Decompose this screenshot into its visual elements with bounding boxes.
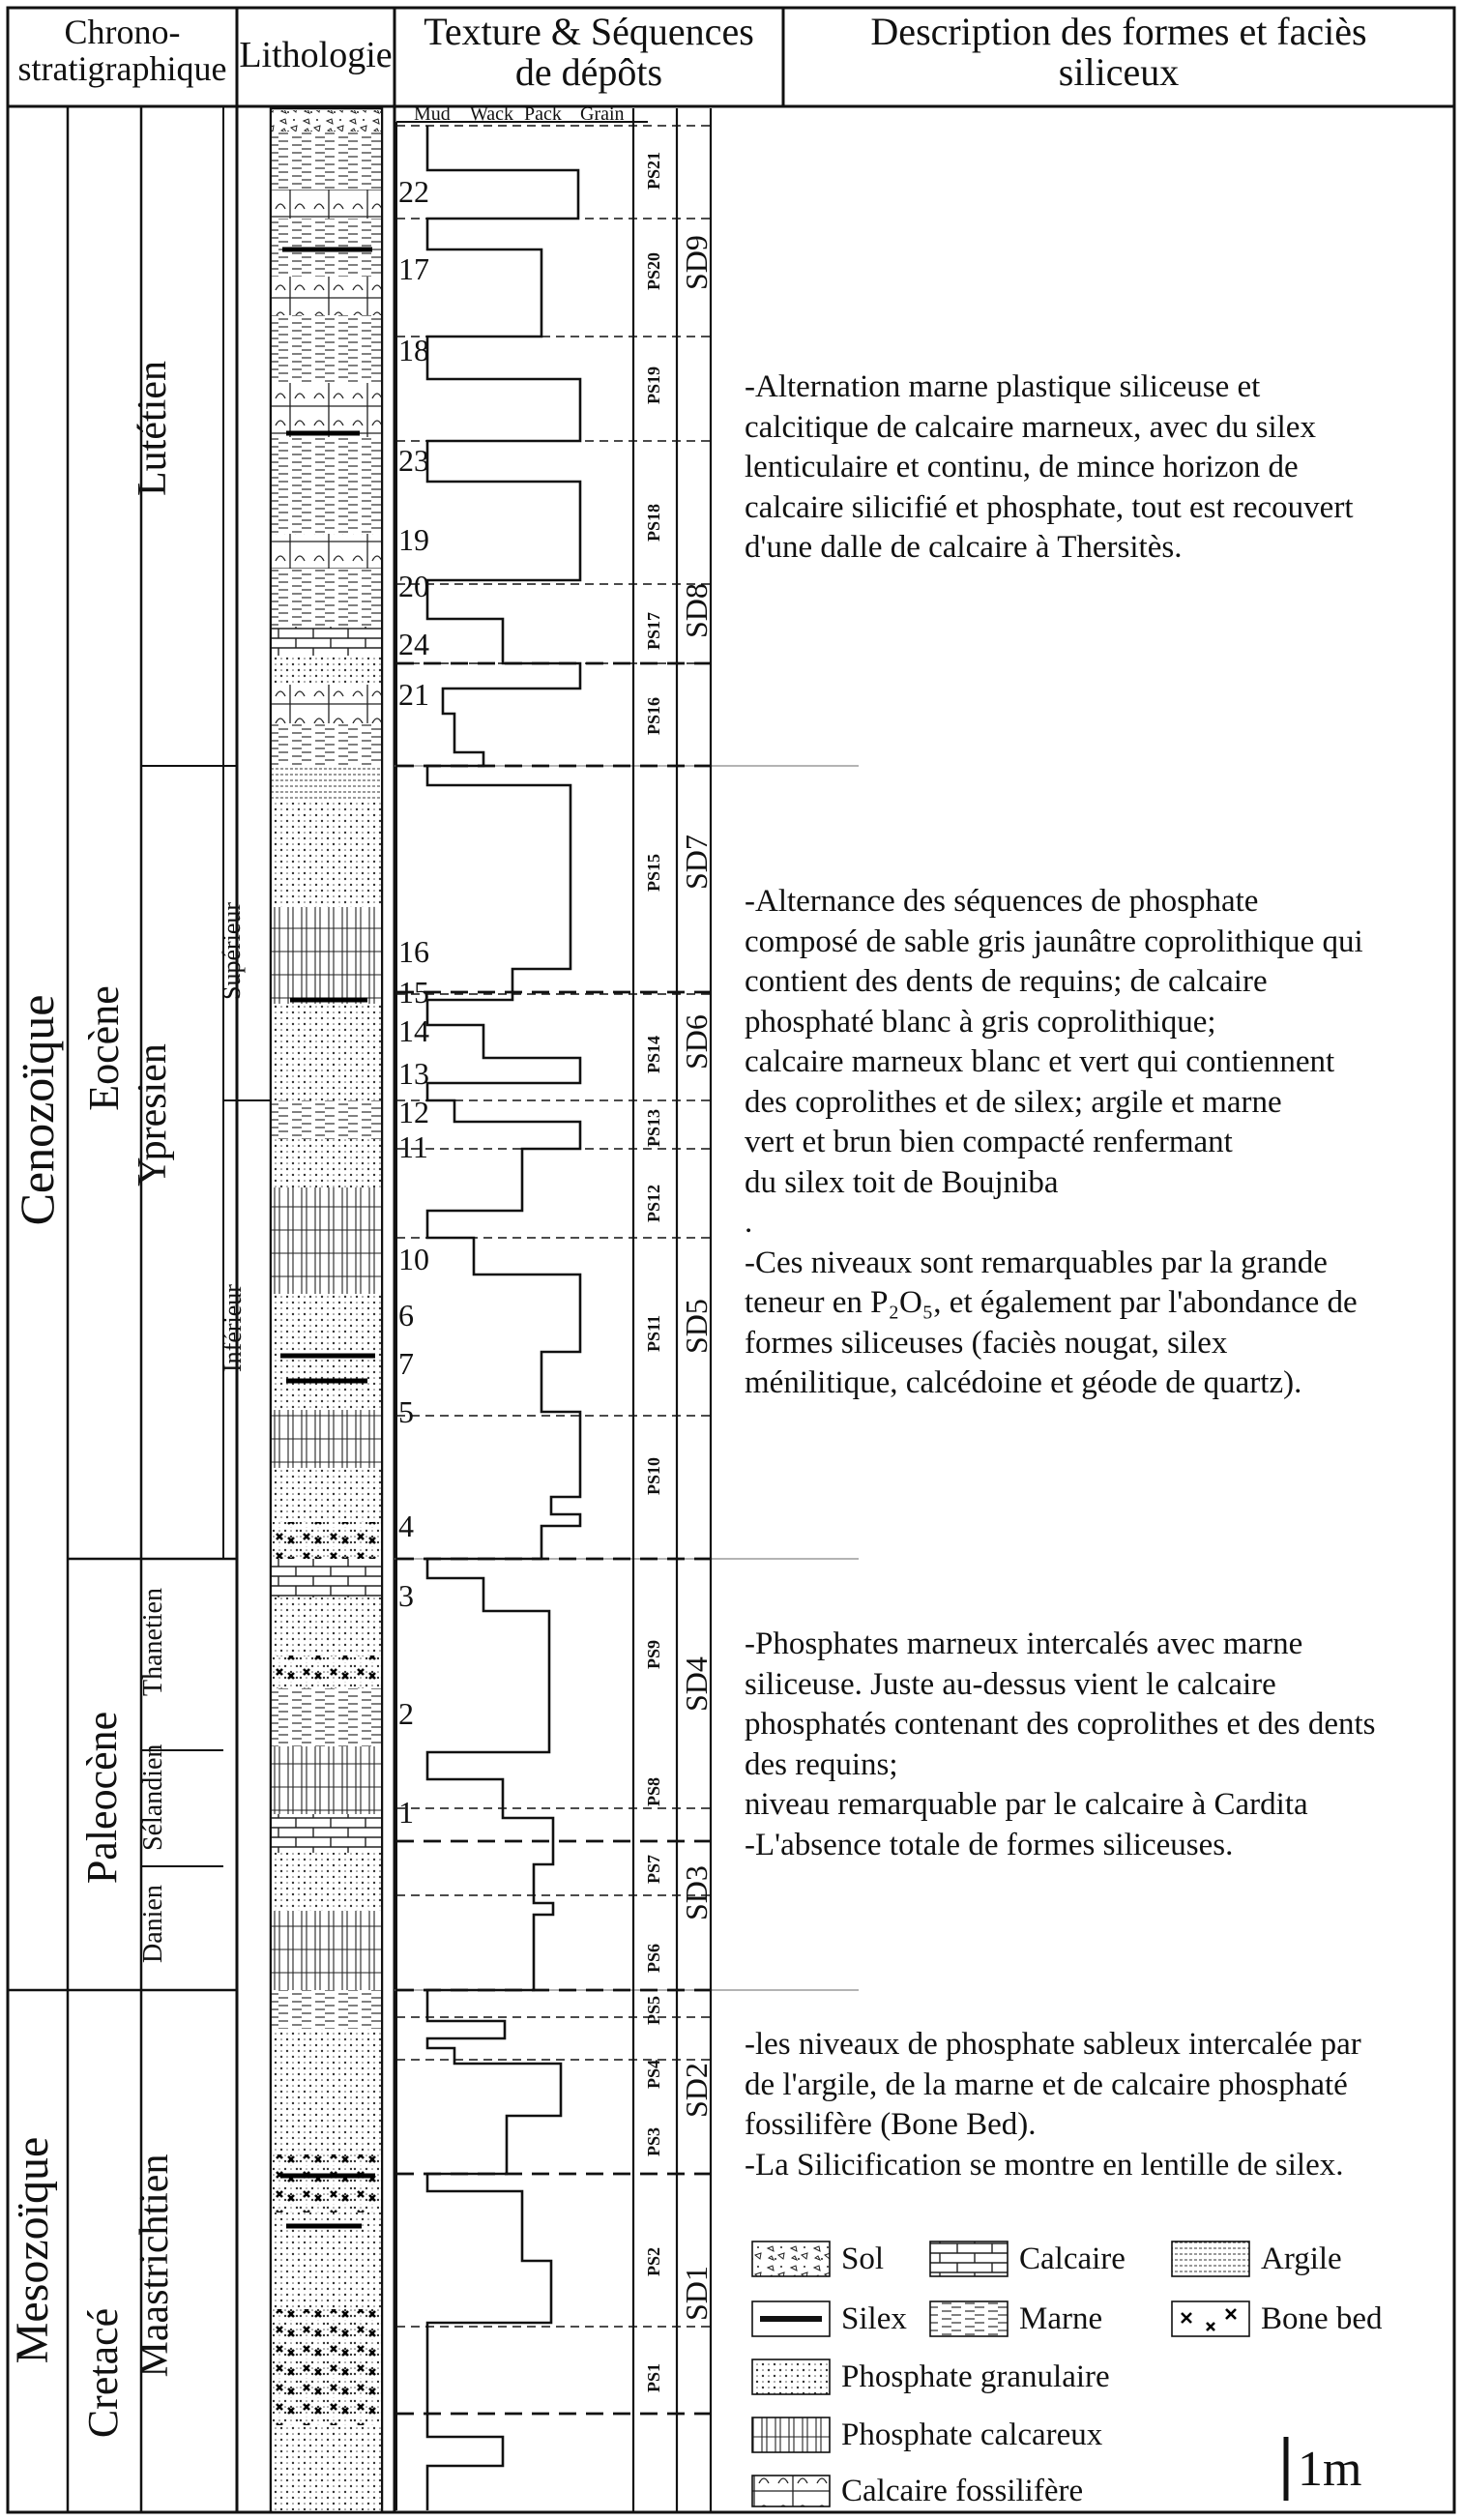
legend-label-marne: Marne (1019, 2301, 1103, 2336)
legend-label-calcaire-fossilifere: Calcaire fossilifère (841, 2474, 1084, 2508)
header-lithologie: Lithologie (239, 35, 393, 75)
parasequence-label: PS16 (644, 696, 663, 735)
parasequence-label: PS15 (644, 853, 663, 892)
bed-number: 7 (398, 1346, 414, 1381)
texture-scale-wack: Wack (470, 103, 514, 125)
texture-scale-mud: Mud (414, 103, 451, 125)
sequence-label: SD4 (679, 1656, 714, 1712)
description-maastrichtien: -les niveaux de phosphate sableux interc… (745, 2027, 1361, 2183)
legend-swatch-calcaire (929, 2241, 1009, 2277)
bed-number: 1 (398, 1795, 414, 1830)
bed-number: 12 (398, 1095, 429, 1129)
bed-number: 5 (398, 1394, 414, 1429)
parasequence-label: PS9 (644, 1639, 663, 1669)
texture-scale-pack: Pack (524, 103, 562, 125)
period-cretace: Cretacé (79, 2307, 127, 2439)
description-ypresien: -Alternance des séquences de phosphate c… (745, 884, 1363, 1400)
bed-number: 4 (398, 1509, 414, 1543)
bed-number: 11 (398, 1129, 428, 1164)
substage-superieur: Supérieur (218, 901, 246, 1000)
texture-curve (395, 108, 713, 2512)
bed-number: 15 (398, 975, 429, 1010)
bed-number: 20 (398, 569, 429, 603)
parasequence-label: PS6 (644, 1943, 663, 1973)
era-mesozoique: Mesozoïque (7, 2136, 58, 2364)
legend-label-silex: Silex (841, 2301, 907, 2336)
sequence-label: SD9 (679, 235, 714, 290)
legend-swatch-marne (929, 2300, 1009, 2337)
lithology-column (269, 106, 384, 2514)
description-paleocene: -Phosphates marneux intercalés avec marn… (745, 1626, 1376, 1862)
legend-swatch-calcaire-fossilifere (751, 2475, 831, 2507)
bed-number: 21 (398, 677, 429, 712)
parasequence-label: PS18 (644, 503, 663, 542)
bed-number: 14 (398, 1013, 429, 1048)
legend-swatch-phosphate-granulaire (751, 2359, 831, 2395)
legend-swatch-argile (1171, 2241, 1250, 2277)
legend-swatch-phosphate-calcareux (751, 2417, 831, 2453)
bed-number: 19 (398, 522, 429, 557)
bed-number: 10 (398, 1242, 429, 1276)
parasequence-label: PS17 (644, 611, 663, 650)
parasequence-label: PS8 (644, 1776, 663, 1806)
parasequence-label: PS3 (644, 2126, 663, 2156)
legend-label-sol: Sol (841, 2242, 885, 2276)
parasequence-label: PS19 (644, 366, 663, 404)
header-chrono: Chrono- stratigraphique (17, 13, 227, 88)
texture-scale-grain: Grain (580, 103, 625, 125)
parasequence-label: PS1 (644, 2362, 663, 2392)
bed-number: 16 (398, 934, 429, 969)
bed-number: 3 (398, 1578, 414, 1613)
legend-label-bone-bed: Bone bed (1261, 2301, 1383, 2336)
bed-number: 22 (398, 174, 429, 209)
stage-maastrichtien: Maastrichtien (132, 2154, 177, 2378)
parasequence-label: PS4 (644, 2059, 663, 2089)
scale-label: 1m (1298, 2442, 1362, 2497)
sequence-label: SD8 (679, 583, 714, 638)
period-eocene: Eocène (80, 985, 128, 1111)
header-description: Description des formes et faciès siliceu… (870, 10, 1367, 94)
legend-label-phosphate-calcareux: Phosphate calcareux (841, 2417, 1103, 2452)
description-lutetien: -Alternation marne plastique siliceuse e… (745, 369, 1354, 565)
parasequence-label: PS5 (644, 1995, 663, 2025)
bed-number: 23 (398, 443, 429, 478)
header-texture: Texture & Séquences de dépôts (424, 10, 754, 94)
parasequence-label: PS14 (644, 1035, 663, 1073)
stage-danien: Danien (138, 1885, 168, 1963)
parasequence-label: PS12 (644, 1184, 663, 1222)
stage-ypresien: Ypresien (131, 1043, 175, 1187)
legend-label-calcaire: Calcaire (1019, 2242, 1126, 2276)
legend-swatch-bone-bed (1171, 2300, 1250, 2337)
bed-number: 17 (398, 251, 429, 286)
sequence-label: SD1 (679, 2266, 714, 2321)
parasequence-label: PS20 (644, 251, 663, 290)
sequence-label: SD2 (679, 2063, 714, 2118)
bed-number: 24 (398, 627, 429, 661)
parasequence-label: PS21 (644, 151, 663, 190)
era-cenozoique: Cenozoïque (10, 994, 64, 1226)
legend-swatch-sol (751, 2241, 831, 2277)
period-paleocene: Paleocène (78, 1711, 126, 1885)
legend-label-phosphate-granulaire: Phosphate granulaire (841, 2359, 1110, 2394)
bed-number: 18 (398, 333, 429, 367)
bed-number: 2 (398, 1696, 414, 1731)
parasequence-label: PS13 (644, 1108, 663, 1147)
stage-thanetien: Thanetien (138, 1588, 168, 1696)
stage-lutetien: Lutétien (131, 361, 175, 496)
parasequence-label: PS7 (644, 1854, 663, 1884)
parasequence-label: PS11 (644, 1314, 663, 1352)
sequence-label: SD7 (679, 835, 714, 890)
sequence-label: SD5 (679, 1299, 714, 1354)
sequence-label: SD3 (679, 1865, 714, 1920)
legend-label-argile: Argile (1261, 2242, 1342, 2276)
parasequence-label: PS10 (644, 1456, 663, 1495)
legend-symbols (751, 2241, 1289, 2507)
bed-number: 6 (398, 1298, 414, 1333)
bed-number: 13 (398, 1056, 429, 1091)
stage-selandien: Sélandien (138, 1743, 168, 1851)
sequence-label: SD6 (679, 1014, 714, 1070)
parasequence-label: PS2 (644, 2246, 663, 2276)
substage-inferieur: Inférieur (219, 1284, 247, 1372)
